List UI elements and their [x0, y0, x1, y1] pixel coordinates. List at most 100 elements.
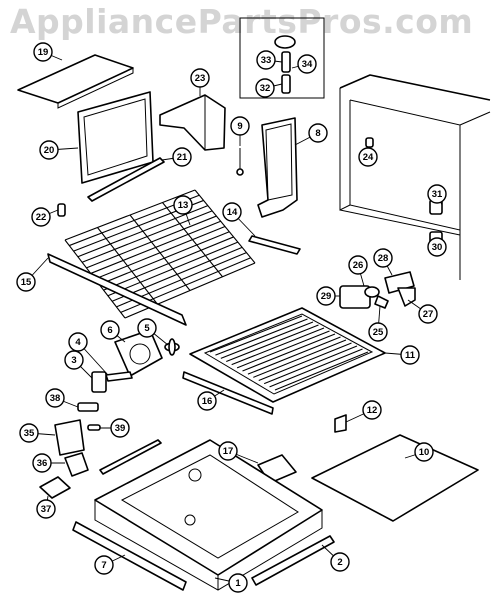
part-25-clip: [374, 295, 389, 309]
svg-text:1: 1: [235, 578, 241, 589]
svg-text:11: 11: [405, 350, 416, 361]
callout-13: 13: [173, 195, 193, 215]
light-assembly-inset: [239, 17, 325, 99]
svg-text:27: 27: [423, 309, 434, 320]
crisper-grid: [209, 315, 369, 391]
callout-19: 19: [33, 42, 53, 62]
svg-text:21: 21: [177, 152, 188, 163]
svg-text:31: 31: [432, 189, 443, 200]
part-4-bracket: [105, 371, 133, 382]
svg-text:15: 15: [21, 277, 32, 288]
callout-9: 9: [230, 116, 250, 136]
svg-text:5: 5: [144, 323, 150, 334]
part-19-shelf-panel: [17, 54, 134, 109]
callout-5: 5: [137, 318, 157, 338]
callout-31: 31: [427, 184, 447, 204]
callout-35: 35: [19, 423, 39, 443]
part-24-bulb-socket: [365, 137, 374, 148]
callout-34: 34: [297, 54, 317, 74]
callout-2: 2: [330, 552, 350, 572]
callout-11: 11: [400, 345, 420, 365]
callout-26: 26: [348, 255, 368, 275]
svg-text:6: 6: [107, 325, 112, 336]
callout-38: 38: [45, 388, 65, 408]
svg-text:38: 38: [50, 393, 61, 404]
callout-22: 22: [31, 207, 51, 227]
svg-text:34: 34: [302, 59, 313, 70]
part-8-control-housing: [257, 117, 298, 218]
part-38-shelf: [77, 402, 99, 412]
svg-text:10: 10: [419, 447, 430, 458]
callout-8: 8: [308, 123, 328, 143]
part-3-control: [91, 371, 107, 393]
callout-12: 12: [362, 400, 382, 420]
part-1-base-pan: [94, 439, 323, 591]
svg-text:30: 30: [432, 242, 443, 253]
part-16-trim: [182, 371, 274, 415]
part-6-damper-housing: [114, 329, 163, 377]
part-9-screw: [236, 148, 244, 176]
svg-text:36: 36: [37, 458, 48, 469]
watermark: AppliancePartsPros.com: [10, 2, 474, 41]
callout-24: 24: [358, 147, 378, 167]
svg-text:16: 16: [202, 396, 213, 407]
callout-36: 36: [32, 453, 52, 473]
part-5-fan-blade: [164, 338, 180, 356]
svg-text:12: 12: [367, 405, 378, 416]
svg-text:23: 23: [195, 73, 206, 84]
svg-text:4: 4: [75, 337, 81, 348]
callout-3: 3: [64, 350, 84, 370]
svg-text:39: 39: [115, 423, 126, 434]
callout-30: 30: [427, 237, 447, 257]
callout-25: 25: [368, 322, 388, 342]
svg-text:29: 29: [321, 291, 332, 302]
svg-text:14: 14: [227, 207, 238, 218]
callout-20: 20: [39, 140, 59, 160]
part-15-front-trim: [47, 253, 187, 326]
part-2-rail: [251, 535, 335, 586]
svg-text:32: 32: [260, 83, 271, 94]
svg-text:24: 24: [363, 152, 374, 163]
callout-15: 15: [16, 272, 36, 292]
part-14-handle: [248, 235, 301, 255]
part-21-trim: [87, 157, 165, 202]
part-23-duct-cover: [159, 94, 226, 151]
callout-7: 7: [94, 555, 114, 575]
svg-text:25: 25: [373, 327, 384, 338]
svg-text:19: 19: [38, 47, 49, 58]
part-36-filter: [64, 452, 89, 477]
svg-text:8: 8: [315, 128, 320, 139]
svg-text:37: 37: [41, 504, 52, 515]
callout-14: 14: [222, 202, 242, 222]
callout-39: 39: [110, 418, 130, 438]
svg-text:7: 7: [101, 560, 106, 571]
svg-text:9: 9: [237, 121, 242, 132]
part-35-ice-bin: [54, 419, 85, 456]
callout-23: 23: [190, 68, 210, 88]
callout-27: 27: [418, 304, 438, 324]
svg-text:17: 17: [223, 446, 234, 457]
cabinet-outline: [339, 74, 491, 280]
part-39-pin: [87, 424, 101, 431]
callout-6: 6: [100, 320, 120, 340]
callout-28: 28: [373, 248, 393, 268]
strip-left: [99, 439, 162, 475]
callout-16: 16: [197, 391, 217, 411]
callout-21: 21: [172, 147, 192, 167]
part-12-clip: [334, 414, 347, 433]
part-7-rail: [72, 521, 187, 591]
callout-29: 29: [316, 286, 336, 306]
svg-text:2: 2: [337, 557, 342, 568]
callout-37: 37: [36, 499, 56, 519]
callout-10: 10: [414, 442, 434, 462]
callout-17: 17: [218, 441, 238, 461]
svg-text:3: 3: [71, 355, 76, 366]
svg-text:26: 26: [353, 260, 364, 271]
callout-4: 4: [68, 332, 88, 352]
svg-text:33: 33: [261, 55, 272, 66]
part-10-glass-panel: [311, 434, 479, 522]
part-37-grille: [39, 476, 71, 499]
svg-text:28: 28: [378, 253, 389, 264]
part-26-bulb: [364, 286, 380, 298]
